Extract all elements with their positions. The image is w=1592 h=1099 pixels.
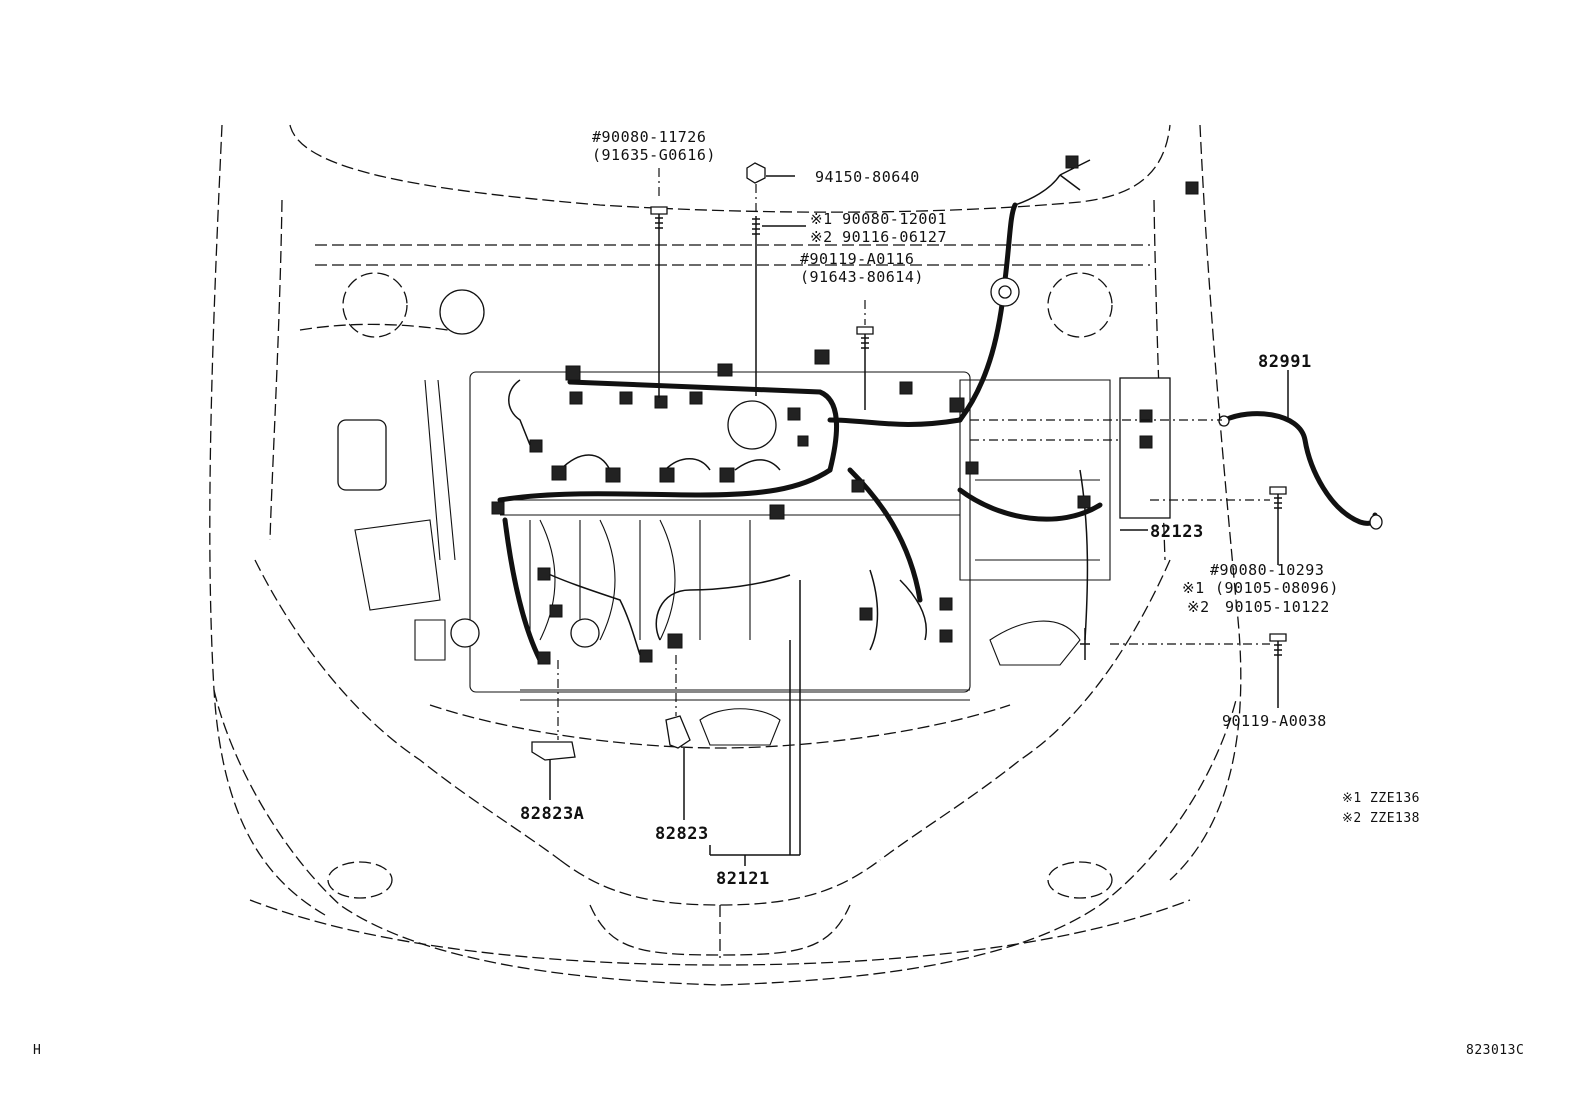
callout-harness-82123: 82123 [1150, 522, 1204, 542]
fasteners [531, 162, 1383, 761]
callout-clamp-82823a: 82823A [520, 804, 585, 824]
leader-lines [549, 168, 1289, 866]
callout-bolt-right-mark1: ※1 [1182, 579, 1205, 597]
callout-clamp-82823: 82823 [655, 824, 709, 844]
callout-harness-82121: 82121 [716, 869, 770, 889]
callout-wire-82991: 82991 [1258, 352, 1312, 372]
engine-compartment [337, 289, 1171, 746]
callout-bolt-right-alt1: (90105-08096) [1215, 579, 1339, 597]
callout-bolt-right-part: #90080-10293 [1210, 561, 1325, 579]
callout-bolt-mid-alt: (91643-80614) [800, 268, 924, 286]
wiring-harness [497, 159, 1103, 663]
figure-code: 823013C [1466, 1043, 1525, 1058]
callout-stud-zze136: ※1 90080-12001 [810, 210, 947, 228]
callout-bolt-mid-part: #90119-A0116 [800, 250, 915, 268]
callout-bolt-top-left-alt: (91635-G0616) [592, 146, 716, 164]
harness-connectors [491, 155, 1199, 665]
callout-nut: 94150-80640 [815, 168, 920, 186]
callout-bolt-top-left-part: #90080-11726 [592, 128, 707, 146]
callout-bolt-right-mark2: ※2 [1187, 598, 1210, 616]
callout-bolt-lower: 90119-A0038 [1222, 712, 1327, 730]
vehicle-body-outline [209, 124, 1242, 986]
footer-left-code: H [33, 1043, 42, 1058]
note-zze136: ※1 ZZE136 [1342, 791, 1421, 806]
callout-bolt-right-alt2: 90105-10122 [1225, 598, 1330, 616]
note-zze138: ※2 ZZE138 [1342, 811, 1421, 826]
callout-stud-zze138: ※2 90116-06127 [810, 228, 947, 246]
